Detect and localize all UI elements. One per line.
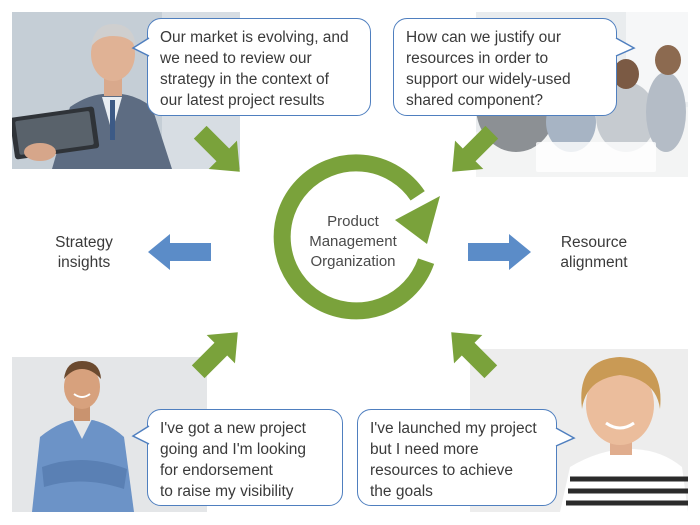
bubble-line: strategy in the context of — [160, 71, 329, 88]
bubble-line: we need to review our — [160, 50, 312, 67]
output-label-line: insights — [57, 254, 111, 271]
bubble-line: Our market is evolving, and — [160, 29, 349, 46]
bubble-line: resources in order to — [406, 50, 549, 67]
inbound-arrow-top-right — [452, 125, 499, 172]
bubble-tail-bottom-left — [131, 425, 150, 445]
bubble-line: I've launched my project — [370, 420, 537, 437]
bubble-line: the goals — [370, 483, 433, 500]
center-label: Product Management Organization — [283, 212, 423, 272]
speech-bubble-bottom-right: I've launched my project but I need more… — [357, 409, 557, 506]
speech-bubble-bottom-left: I've got a new project going and I'm loo… — [147, 409, 343, 506]
bubble-line: resources to achieve — [370, 462, 514, 479]
bubble-line: support our widely-used — [406, 71, 571, 88]
center-label-line: Organization — [310, 253, 396, 270]
bubble-line: I've got a new project — [160, 420, 306, 437]
center-label-line: Management — [309, 233, 397, 250]
smiling-man-photo — [12, 357, 207, 512]
output-label-line: alignment — [560, 254, 628, 271]
bubble-line: to raise my visibility — [160, 483, 294, 500]
outbound-arrow-right — [468, 234, 531, 270]
bubble-line: shared component? — [406, 92, 544, 109]
speech-bubble-top-right: How can we justify our resources in orde… — [393, 18, 617, 116]
bubble-tail-top-left — [131, 37, 150, 57]
bubble-tail-top-right — [615, 37, 636, 57]
bubble-line: for endorsement — [160, 462, 273, 479]
cycle-arc — [273, 154, 435, 320]
speech-bubble-top-left: Our market is evolving, and we need to r… — [147, 18, 371, 116]
outbound-arrow-left — [148, 234, 211, 270]
output-label-strategy: Strategy insights — [38, 233, 130, 273]
bubble-line: but I need more — [370, 441, 479, 458]
center-label-line: Product — [327, 213, 379, 230]
inbound-arrow-top-left — [193, 125, 240, 172]
output-label-line: Strategy — [55, 234, 113, 251]
cycle-arrowhead — [395, 196, 440, 244]
output-label-resource: Resource alignment — [546, 233, 642, 273]
inbound-arrow-bottom-right — [451, 332, 498, 379]
bubble-line: our latest project results — [160, 92, 325, 109]
inbound-arrow-bottom-left — [191, 332, 238, 379]
bubble-line: going and I'm looking — [160, 441, 307, 458]
bubble-tail-bottom-right — [555, 427, 576, 447]
output-label-line: Resource — [560, 234, 628, 251]
bubble-line: How can we justify our — [406, 29, 562, 46]
